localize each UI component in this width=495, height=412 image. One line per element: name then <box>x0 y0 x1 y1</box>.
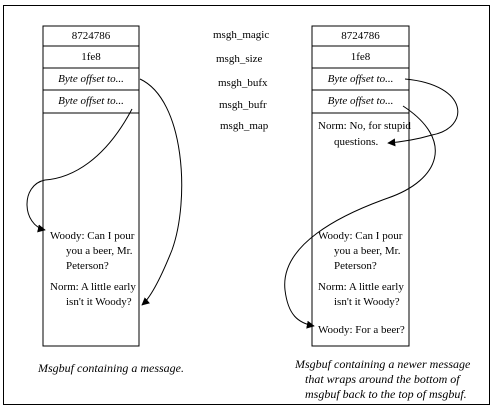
right-caption-line-2: that wraps around the bottom of <box>305 372 460 386</box>
right-bufx-value: Byte offset to... <box>327 73 394 85</box>
right-message-2-line-2: isn't it Woody? <box>334 296 400 308</box>
field-label-bufr: msgh_bufr <box>219 99 267 111</box>
field-label-magic: msgh_magic <box>213 29 270 41</box>
figure-frame <box>3 5 490 405</box>
field-label-size: msgh_size <box>216 53 263 65</box>
left-magic-value: 8724786 <box>71 30 111 42</box>
right-magic-value: 8724786 <box>341 30 380 42</box>
right-caption-line-1: Msgbuf containing a newer message <box>295 357 471 371</box>
left-size-value: 1fe8 <box>81 51 101 63</box>
field-label-bufx: msgh_bufx <box>218 77 268 89</box>
left-caption: Msgbuf containing a message. <box>38 361 184 375</box>
left-bufr-value: Byte offset to... <box>58 95 124 107</box>
left-message-2-line-2: isn't it Woody? <box>66 296 132 308</box>
right-size-value: 1fe8 <box>350 51 371 63</box>
right-caption-line-3: msgbuf back to the top of msgbuf. <box>305 387 467 401</box>
right-message-1-line-1: Woody: Can I pour <box>318 230 403 242</box>
left-message-2-line-1: Norm: A little early <box>50 281 136 293</box>
left-buffer-outline <box>42 25 140 347</box>
left-bufx-arrow <box>139 78 183 306</box>
left-message-1-line-2: you a beer, Mr. <box>66 245 133 257</box>
left-bufx-value: Byte offset to... <box>58 73 124 85</box>
right-message-2-line-1: Norm: A little early <box>318 281 404 293</box>
right-bufr-arrow <box>284 105 436 329</box>
right-buffer-outline <box>311 25 410 347</box>
right-message-1-line-2: you a beer, Mr. <box>334 245 401 257</box>
field-label-map: msgh_map <box>220 120 269 132</box>
right-bufr-value: Byte offset to... <box>327 95 394 107</box>
right-top-message-line-1: Norm: No, for stupid <box>318 120 411 132</box>
left-message-1-line-3: Peterson? <box>66 260 109 272</box>
left-message-1-line-1: Woody: Can I pour <box>50 230 135 242</box>
right-bufx-arrow <box>387 78 459 147</box>
right-message-1-line-3: Peterson? <box>334 260 377 272</box>
left-bufr-arrow <box>26 108 133 233</box>
right-bottom-message: Woody: For a beer? <box>318 324 405 336</box>
right-top-message-line-2: questions. <box>334 136 379 148</box>
